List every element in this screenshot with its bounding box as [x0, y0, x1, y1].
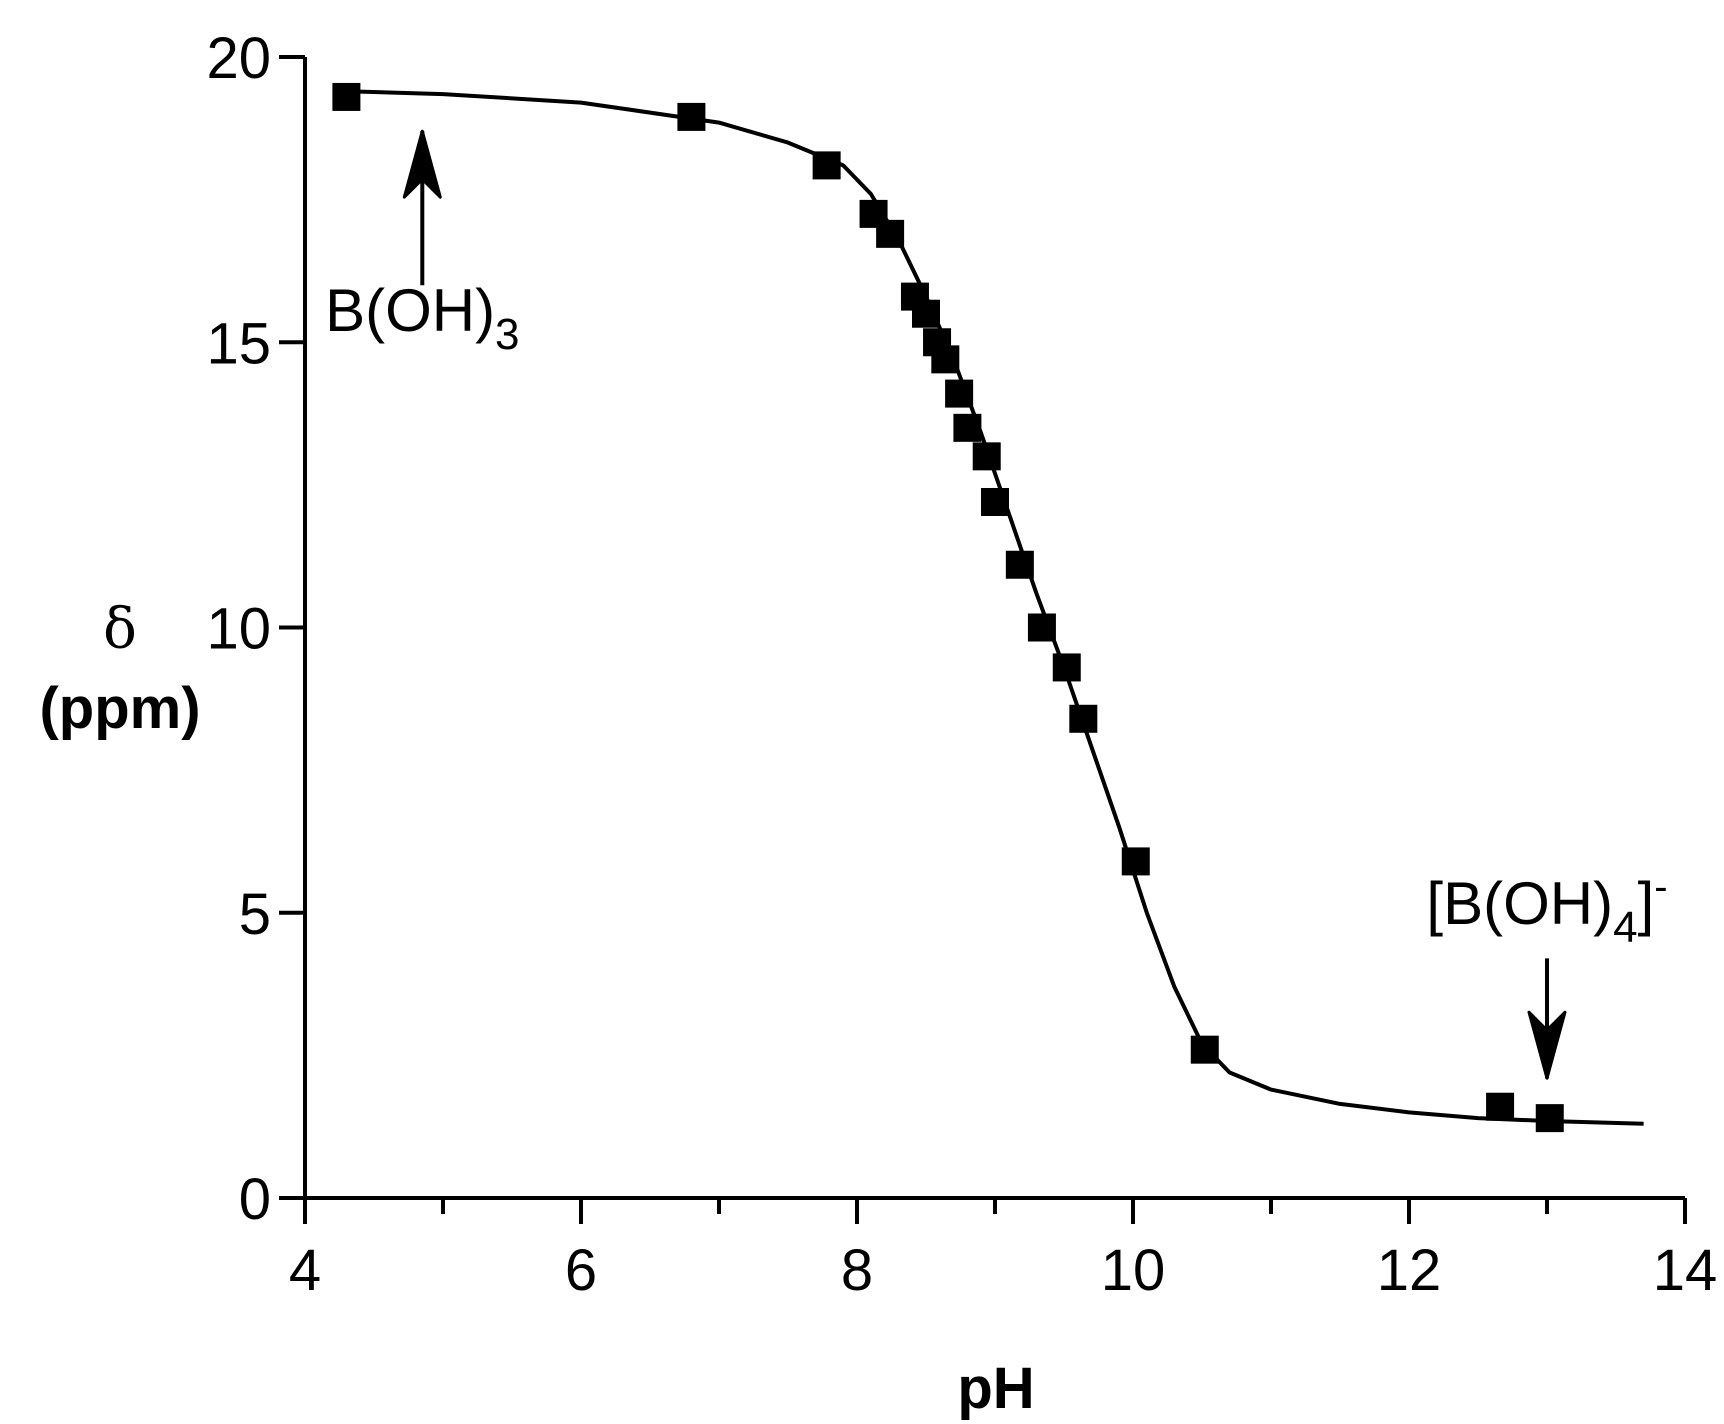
data-points-layer: [332, 82, 1564, 1133]
x-tick-label: 8: [841, 1238, 873, 1303]
data-point: [876, 219, 905, 248]
data-point: [912, 299, 940, 328]
y-tick-label: 20: [206, 26, 271, 91]
x-tick-label: 10: [1101, 1238, 1166, 1303]
data-point: [972, 442, 1001, 471]
data-point: [677, 102, 706, 131]
y-tick-label: 15: [206, 311, 271, 376]
data-point: [1535, 1104, 1564, 1133]
data-point: [1121, 847, 1150, 876]
data-point: [1190, 1035, 1219, 1064]
annotations-layer: B(OH)3 [B(OH)4]-: [325, 129, 1668, 1080]
x-tick-label: 12: [1377, 1238, 1442, 1303]
annotation-arrowhead: [1527, 1010, 1567, 1080]
annotation-label: [B(OH)4]-: [1426, 865, 1667, 952]
y-tick-label: 5: [239, 882, 271, 947]
data-point: [945, 379, 974, 408]
fit-curve-layer: [346, 89, 1644, 1126]
data-point: [981, 487, 1009, 516]
data-point: [332, 82, 361, 111]
axes: 4 6 8 10 12 14 0 5 10 15 20: [206, 26, 1717, 1303]
annotation-label: B(OH)3: [325, 277, 519, 359]
x-tick-label: 6: [565, 1238, 597, 1303]
y-axis-unit: (ppm): [39, 676, 200, 741]
annotation-arrowhead: [402, 129, 442, 199]
fit-curve: [346, 89, 1644, 1126]
x-tick-label: 4: [289, 1238, 321, 1303]
y-tick-label: 0: [239, 1167, 271, 1232]
y-axis-symbol: δ: [103, 597, 137, 662]
data-point: [931, 345, 960, 374]
data-point: [1486, 1092, 1515, 1121]
data-point: [1027, 613, 1056, 642]
x-axis-title: pH: [957, 1356, 1034, 1421]
x-tick-label: 14: [1653, 1238, 1718, 1303]
data-point: [812, 151, 841, 180]
data-point: [1005, 550, 1034, 579]
data-point: [953, 413, 982, 442]
data-point: [1052, 653, 1081, 682]
data-point: [1069, 704, 1098, 733]
y-tick-label: 10: [206, 597, 271, 662]
